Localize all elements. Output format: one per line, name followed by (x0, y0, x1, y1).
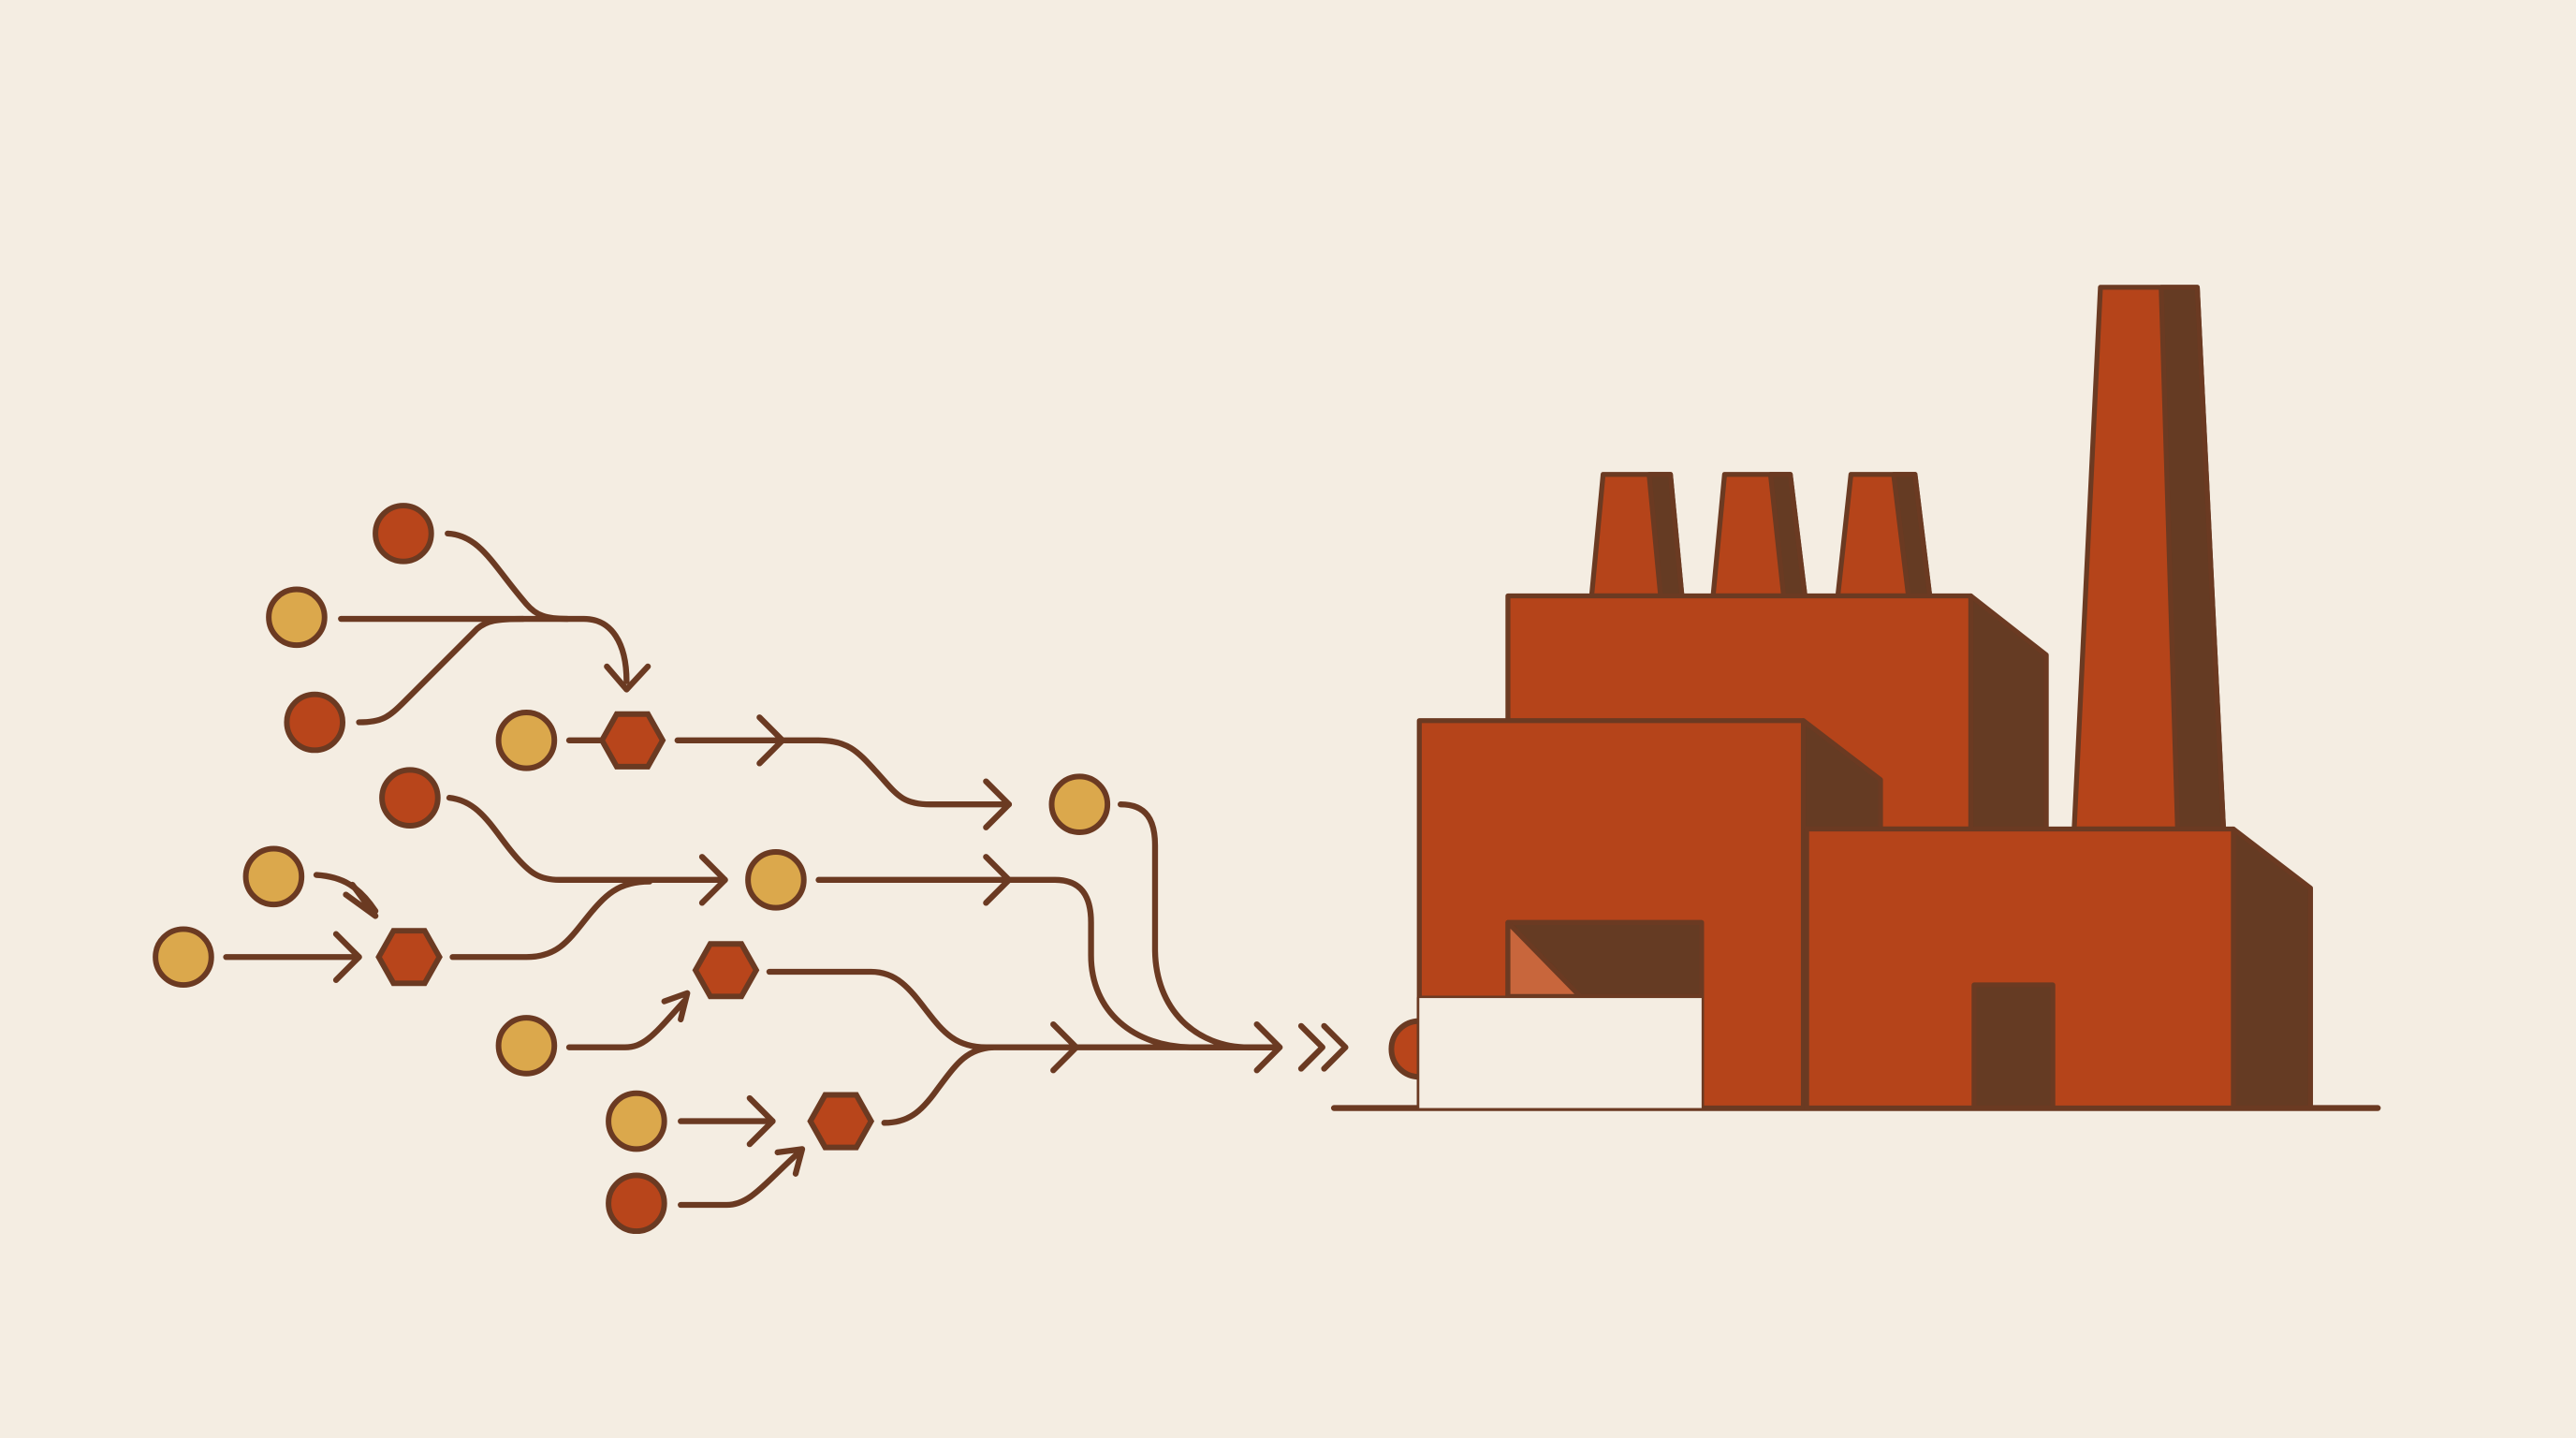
factory-icon (1416, 285, 2314, 1111)
circle-node-icon (153, 926, 214, 989)
circle-node-icon (606, 1090, 667, 1152)
flow-line (356, 615, 527, 726)
right-block-side (2231, 826, 2314, 1111)
arrowheads (332, 663, 1531, 1177)
flow-line (446, 795, 728, 883)
factory-door (1971, 982, 2056, 1111)
flow-line (674, 737, 1013, 808)
circle-node-icon (745, 849, 807, 911)
circle-node-icon (373, 503, 434, 565)
circle-node-icon (284, 691, 346, 754)
arrowhead-icon (746, 1094, 776, 1148)
flow-line (1117, 801, 1281, 1050)
arrowhead-icon (983, 854, 1013, 906)
flow-line (449, 878, 653, 961)
arrowhead-icon (698, 854, 728, 906)
flow-line (445, 530, 630, 684)
circle-node-icon (242, 845, 305, 908)
circle-node-icon (606, 1172, 667, 1235)
arrowhead-icon (1050, 1020, 1079, 1074)
arrowhead-icon (343, 881, 379, 919)
hexagon-node-icon (375, 928, 443, 987)
upper-block-side (1968, 593, 2049, 832)
loading-bay-inner (1505, 919, 1583, 999)
flow-line (678, 1149, 802, 1209)
hexagon-node-icon (598, 711, 666, 770)
flow-line (881, 1044, 996, 1126)
arrowhead-icon (604, 663, 651, 693)
merge-nodes (375, 711, 875, 1151)
hexagon-node-icon (692, 941, 760, 1000)
arrowhead-icon (1253, 1020, 1283, 1074)
hexagon-node-icon (807, 1092, 875, 1151)
flow-line (815, 876, 1281, 1050)
circle-node-icon (495, 1015, 558, 1077)
double-chevron-icon (1297, 1022, 1325, 1072)
flow-line (766, 968, 1281, 1050)
circle-node-icon (379, 767, 441, 829)
double-chevron-icon (1321, 1022, 1349, 1072)
circle-node-icon (1048, 773, 1111, 835)
circle-node-icon (495, 710, 558, 771)
input-nodes (153, 503, 1111, 1235)
arrowhead-icon (983, 778, 1013, 830)
arrowhead-icon (332, 931, 362, 983)
arrowhead-icon (756, 714, 786, 767)
loading-bay-floor (1419, 998, 1702, 1108)
circle-node-icon (266, 586, 328, 649)
arrowhead-icon (774, 1146, 806, 1177)
flow-line (565, 998, 687, 1050)
arrowhead-icon (661, 990, 691, 1023)
